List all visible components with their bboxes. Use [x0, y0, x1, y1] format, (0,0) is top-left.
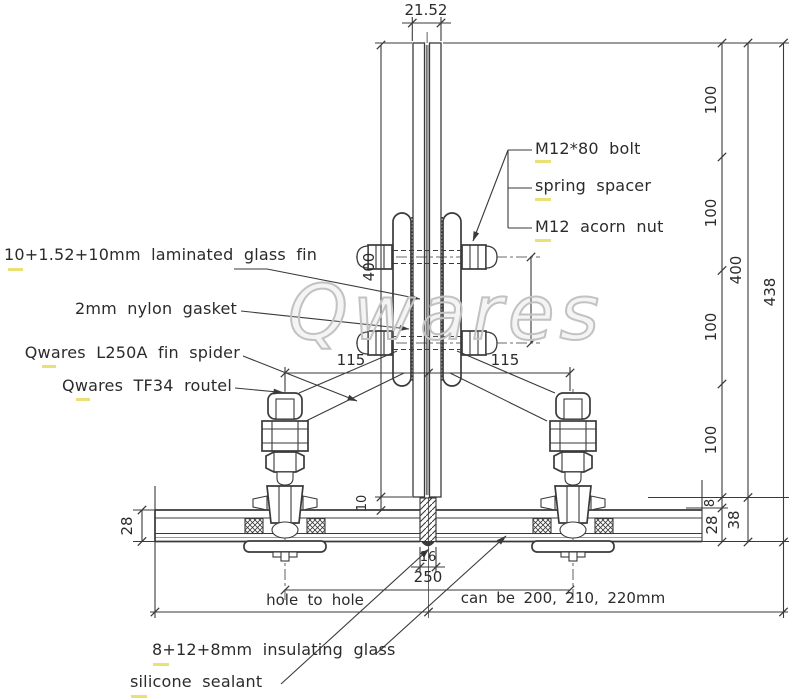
callout-nylon-gasket: 2mm nylon gasket: [74, 299, 237, 318]
leader-lines: [234, 149, 532, 685]
dim-115-left: 115: [336, 351, 366, 369]
highlight-mark: [131, 695, 147, 698]
laminated-glass-fin: [412, 32, 442, 618]
dim-fin-width: 21.52: [404, 1, 448, 19]
fin-spider: [356, 212, 540, 387]
dim-438-total: 438: [761, 277, 779, 307]
dim-38: 38: [725, 510, 743, 530]
dim-28-right: 28: [703, 515, 721, 535]
routel-assembly-right: [531, 388, 615, 602]
highlight-mark: [535, 198, 551, 201]
callout-laminated-glass-fin: 10+1.52+10mm laminated glass fin: [4, 245, 318, 264]
callout-routel: Qwares TF34 routel: [62, 376, 232, 395]
bolt-top-row: [356, 244, 498, 270]
dim-100-seg4: 100: [702, 425, 720, 455]
callout-acorn-nut: M12 acorn nut: [535, 217, 664, 236]
dimension-lines: [133, 17, 789, 618]
bolt-bottom-row: [356, 330, 498, 356]
dim-400-fin: 400: [360, 252, 378, 282]
highlight-mark: [8, 268, 23, 271]
highlight-mark: [42, 365, 56, 368]
routel-assembly-left: [243, 388, 327, 602]
dim-100-seg3: 100: [702, 312, 720, 342]
callout-fin-spider: Qwares L250A fin spider: [24, 343, 240, 362]
highlight-mark: [76, 398, 90, 401]
highlight-mark: [535, 160, 551, 163]
note-can-be: can be 200, 210, 220mm: [460, 589, 666, 607]
dim-16-joint: 16: [419, 550, 437, 565]
callout-bolt: M12*80 bolt: [535, 139, 641, 158]
silicone-joint: [419, 497, 437, 547]
dim-400-right: 400: [727, 255, 745, 285]
note-hole-to-hole: hole to hole: [266, 591, 364, 609]
callout-spring-spacer: spring spacer: [535, 176, 652, 195]
dim-100-seg2: 100: [702, 198, 720, 228]
callout-insulating-glass: 8+12+8mm insulating glass: [152, 640, 396, 659]
highlight-mark: [153, 663, 169, 666]
highlight-mark: [535, 239, 551, 242]
callout-silicone-sealant: silicone sealant: [130, 672, 263, 691]
dim-115-right: 115: [490, 351, 520, 369]
dim-100-seg1: 100: [702, 85, 720, 115]
dim-250-hole-spacing: 250: [413, 568, 443, 586]
dim-10-gap: 10: [355, 494, 370, 512]
dim-28-left: 28: [118, 516, 136, 536]
dim-75-bolt-spacing: [512, 284, 530, 314]
